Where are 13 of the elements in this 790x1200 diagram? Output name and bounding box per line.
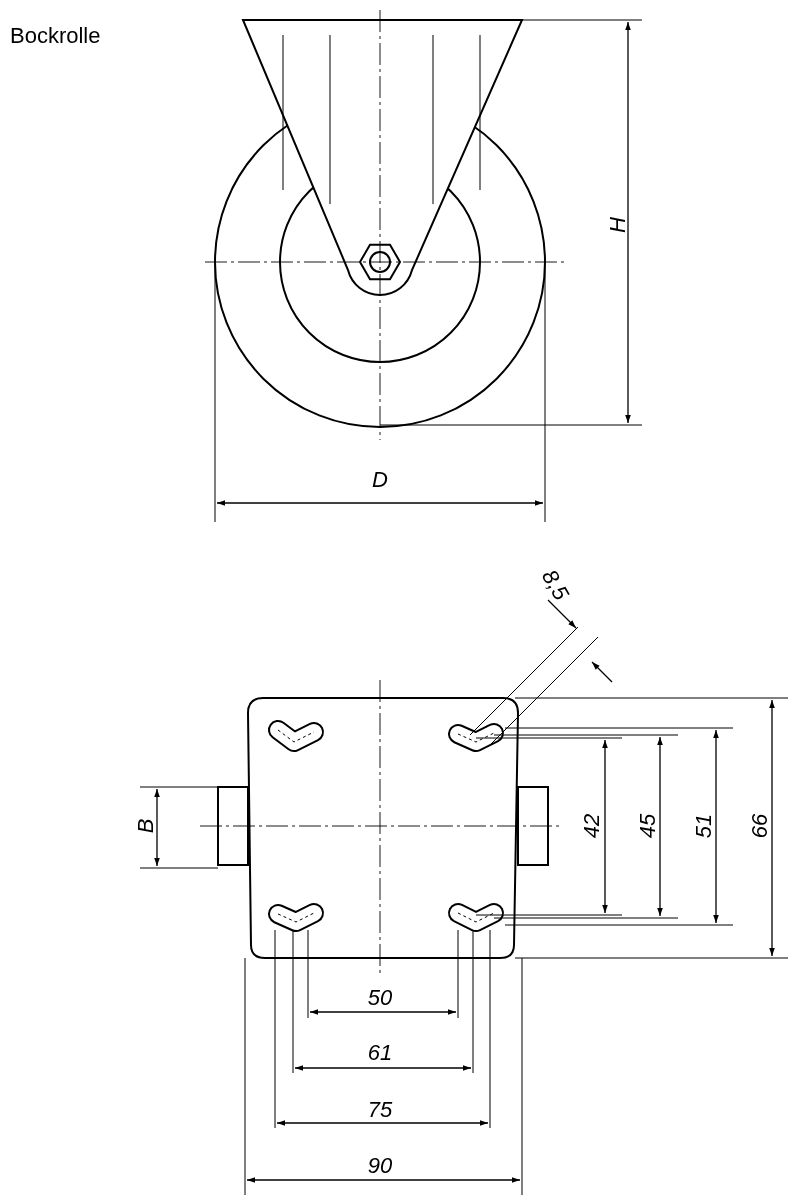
dimension-label: 66 bbox=[749, 813, 771, 839]
dimension-label: 61 bbox=[367, 1042, 393, 1064]
title: Bockrolle bbox=[10, 25, 101, 47]
dimension-label: 75 bbox=[367, 1099, 393, 1121]
dimension-label: 50 bbox=[367, 987, 393, 1009]
dimension-label: B bbox=[135, 818, 157, 834]
dimension-label: 90 bbox=[367, 1155, 393, 1177]
dimension-label: 51 bbox=[693, 813, 715, 839]
dimension-label: D bbox=[372, 469, 388, 491]
dimension-label: 42 bbox=[581, 813, 603, 839]
dimension-label: 8,5 bbox=[537, 566, 573, 604]
dimension-label: 45 bbox=[637, 813, 659, 839]
dimension-label: H bbox=[607, 217, 629, 233]
